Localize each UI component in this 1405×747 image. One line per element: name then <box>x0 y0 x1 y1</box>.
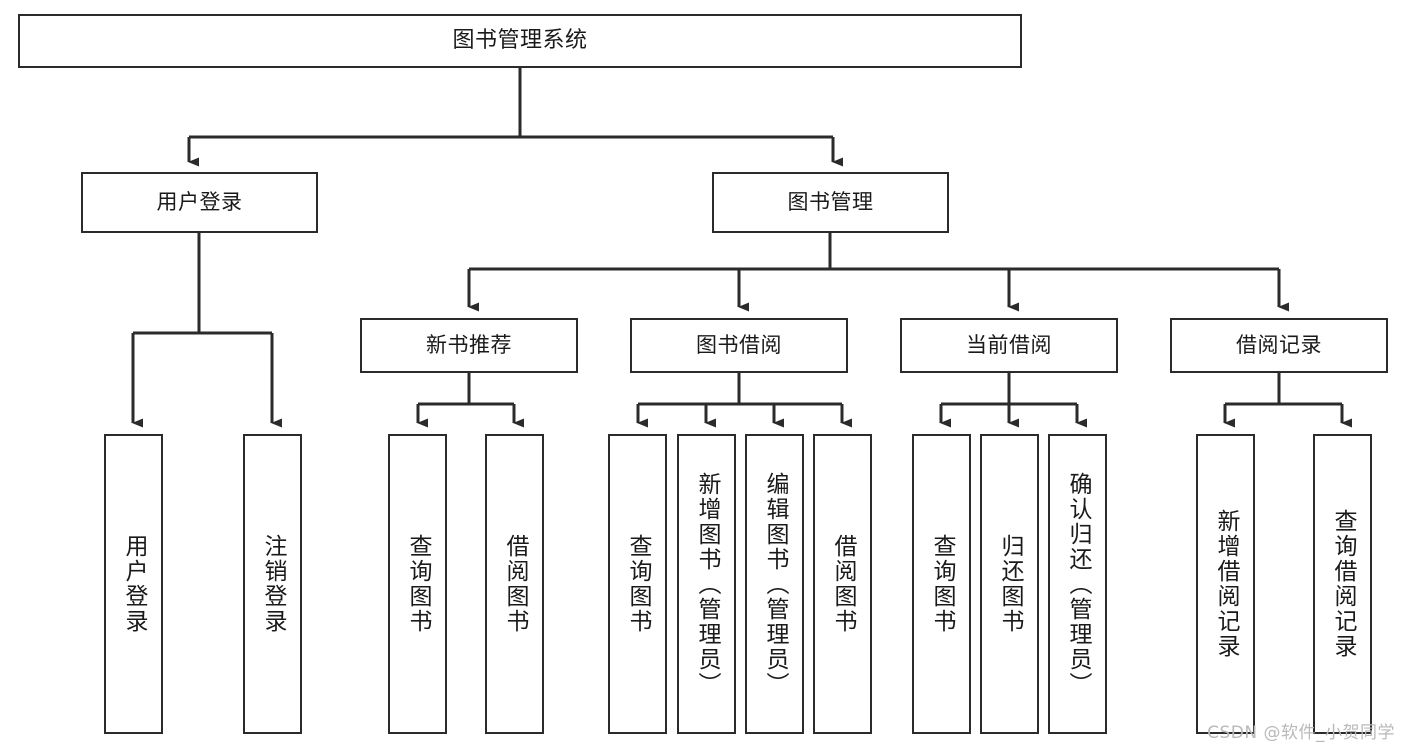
node-leaf-query-record[interactable]: 查询借阅记录 <box>1313 434 1372 734</box>
node-leaf-return-book-label: 归还图书 <box>996 534 1023 634</box>
node-leaf-query-book-borrow-label: 查询图书 <box>624 534 651 634</box>
node-user-login-label: 用户登录 <box>156 190 243 215</box>
node-leaf-query-book-rec-label: 查询图书 <box>404 534 431 634</box>
node-root-label: 图书管理系统 <box>452 28 588 54</box>
node-leaf-add-record[interactable]: 新增借阅记录 <box>1196 434 1255 734</box>
csdn-watermark: CSDN @软件_小贺同学 <box>1207 723 1395 743</box>
node-current-borrow-label: 当前借阅 <box>966 333 1052 358</box>
node-book-manage-label: 图书管理 <box>787 190 874 215</box>
node-borrow-record[interactable]: 借阅记录 <box>1170 318 1388 373</box>
node-leaf-add-book-label: 新增图书（管理员） <box>693 471 720 697</box>
node-leaf-borrow-book-label: 借阅图书 <box>829 534 856 634</box>
node-leaf-confirm-return[interactable]: 确认归还（管理员） <box>1048 434 1107 734</box>
node-leaf-query-book-borrow[interactable]: 查询图书 <box>608 434 667 734</box>
node-user-login[interactable]: 用户登录 <box>81 172 318 233</box>
node-leaf-borrow-book[interactable]: 借阅图书 <box>813 434 872 734</box>
node-new-book-rec[interactable]: 新书推荐 <box>360 318 578 373</box>
node-current-borrow[interactable]: 当前借阅 <box>900 318 1118 373</box>
node-leaf-borrow-book-rec[interactable]: 借阅图书 <box>485 434 544 734</box>
node-leaf-borrow-book-rec-label: 借阅图书 <box>501 534 528 634</box>
node-book-borrow-label: 图书借阅 <box>696 333 782 358</box>
node-leaf-query-book-current[interactable]: 查询图书 <box>912 434 971 734</box>
node-leaf-user-logout-label: 注销登录 <box>259 534 286 634</box>
node-book-manage[interactable]: 图书管理 <box>712 172 949 233</box>
node-leaf-return-book[interactable]: 归还图书 <box>980 434 1039 734</box>
node-leaf-add-record-label: 新增借阅记录 <box>1212 509 1239 659</box>
node-leaf-user-login-label: 用户登录 <box>120 534 147 634</box>
node-new-book-rec-label: 新书推荐 <box>426 333 512 358</box>
node-borrow-record-label: 借阅记录 <box>1236 333 1322 358</box>
node-leaf-confirm-return-label: 确认归还（管理员） <box>1064 471 1091 697</box>
node-leaf-query-book-current-label: 查询图书 <box>928 534 955 634</box>
node-leaf-edit-book[interactable]: 编辑图书（管理员） <box>745 434 804 734</box>
node-leaf-user-logout[interactable]: 注销登录 <box>243 434 302 734</box>
node-book-borrow[interactable]: 图书借阅 <box>630 318 848 373</box>
node-leaf-query-record-label: 查询借阅记录 <box>1329 509 1356 659</box>
node-leaf-add-book[interactable]: 新增图书（管理员） <box>677 434 736 734</box>
node-leaf-edit-book-label: 编辑图书（管理员） <box>761 471 788 697</box>
node-root[interactable]: 图书管理系统 <box>18 14 1022 68</box>
node-leaf-query-book-rec[interactable]: 查询图书 <box>388 434 447 734</box>
node-leaf-user-login[interactable]: 用户登录 <box>104 434 163 734</box>
